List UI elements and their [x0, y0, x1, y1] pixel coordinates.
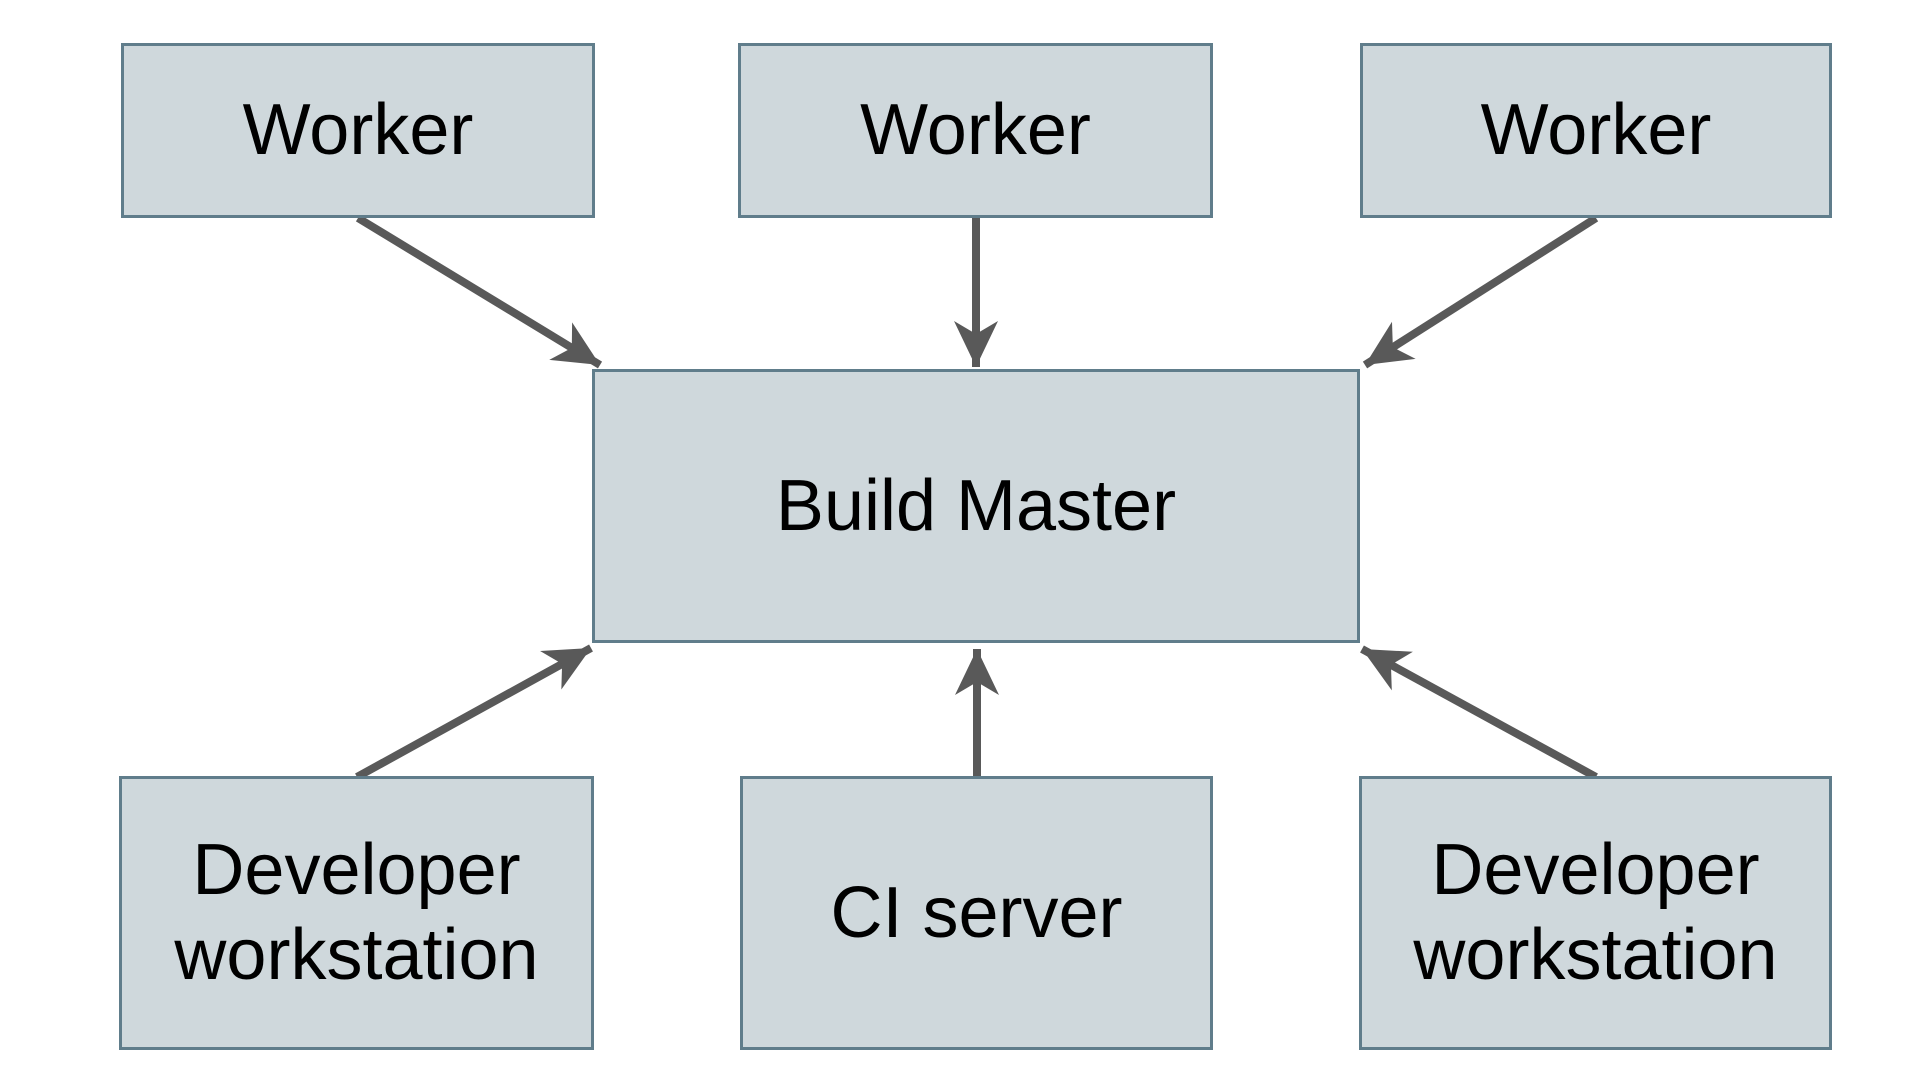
arrow-worker3-to-build-master	[1362, 214, 1599, 369]
arrow-dev-left-to-build-master	[355, 644, 593, 781]
node-worker-2-label: Worker	[860, 90, 1091, 171]
node-ci-server-label: CI server	[830, 872, 1123, 953]
node-worker-1: Worker	[121, 43, 595, 218]
node-worker-3: Worker	[1360, 43, 1832, 218]
node-developer-workstation-left: Developer workstation	[119, 776, 594, 1050]
node-build-master-label: Build Master	[775, 465, 1177, 546]
node-ci-server: CI server	[740, 776, 1213, 1050]
node-worker-1-label: Worker	[242, 90, 474, 171]
node-build-master: Build Master	[592, 369, 1360, 643]
node-worker-3-label: Worker	[1480, 90, 1712, 171]
node-developer-workstation-right-label: Developer workstation	[1413, 830, 1778, 995]
node-worker-2: Worker	[738, 43, 1213, 218]
arrow-dev-right-to-build-master	[1360, 645, 1598, 781]
arrow-worker1-to-build-master	[355, 214, 603, 369]
node-developer-workstation-left-label: Developer workstation	[174, 830, 539, 995]
node-developer-workstation-right: Developer workstation	[1359, 776, 1832, 1050]
